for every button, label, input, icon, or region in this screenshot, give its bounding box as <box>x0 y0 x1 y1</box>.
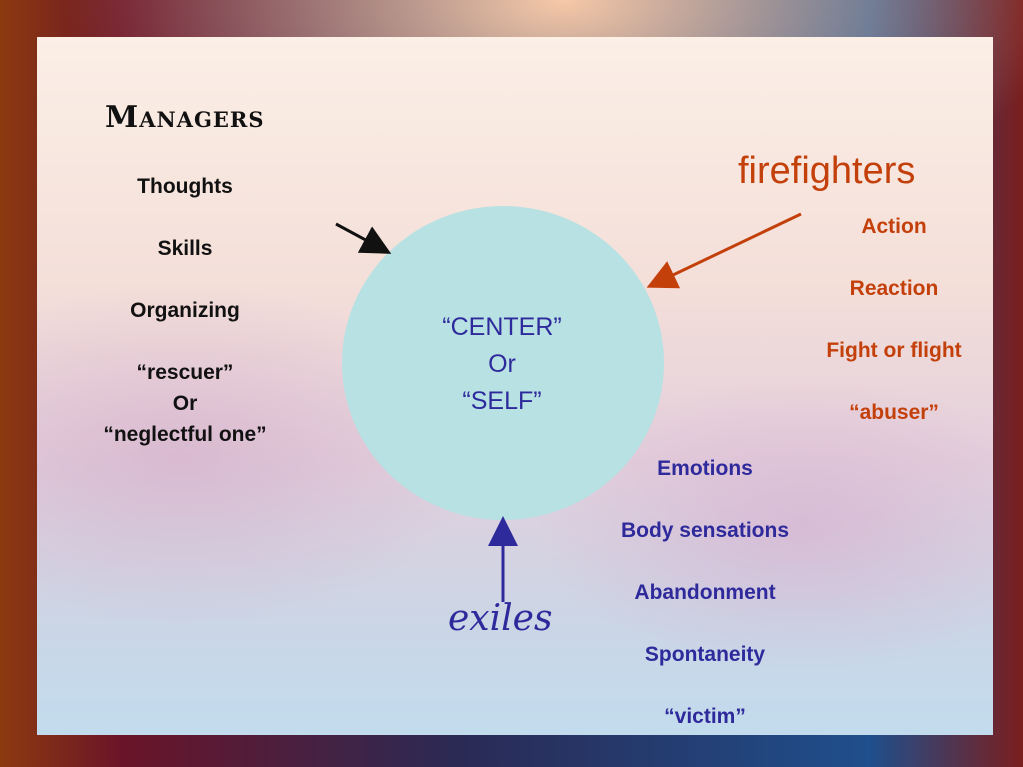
firefighters-item-reaction: Reaction <box>849 277 939 300</box>
managers-role-line2: Or <box>172 392 198 415</box>
exiles-item-spontaneity: Spontaneity <box>644 643 766 666</box>
exiles-item-victim: “victim” <box>664 705 746 728</box>
center-label-line3: “SELF” <box>462 387 542 415</box>
managers-arrow <box>335 222 392 254</box>
firefighters-arrow <box>646 212 802 289</box>
exiles-title: exiles <box>448 598 553 639</box>
center-label-line1: “CENTER” <box>442 313 562 341</box>
center-self-circle <box>342 206 664 520</box>
exiles-item-emotions: Emotions <box>657 457 753 480</box>
managers-item-skills: Skills <box>157 237 213 260</box>
exiles-item-abandonment: Abandonment <box>634 581 776 604</box>
firefighters-item-action: Action <box>861 215 927 238</box>
center-label-line2: Or <box>488 350 516 378</box>
managers-role-line3: “neglectful one” <box>103 423 267 446</box>
firefighters-title: firefighters <box>738 150 916 192</box>
firefighters-item-abuser: “abuser” <box>849 401 939 424</box>
managers-role-line1: “rescuer” <box>136 361 234 384</box>
managers-item-organizing: Organizing <box>130 299 240 322</box>
managers-item-thoughts: Thoughts <box>137 175 233 198</box>
exiles-item-body-sensations: Body sensations <box>620 519 790 542</box>
managers-title: Managers <box>105 100 265 135</box>
firefighters-item-fight-or-flight: Fight or flight <box>826 339 962 362</box>
